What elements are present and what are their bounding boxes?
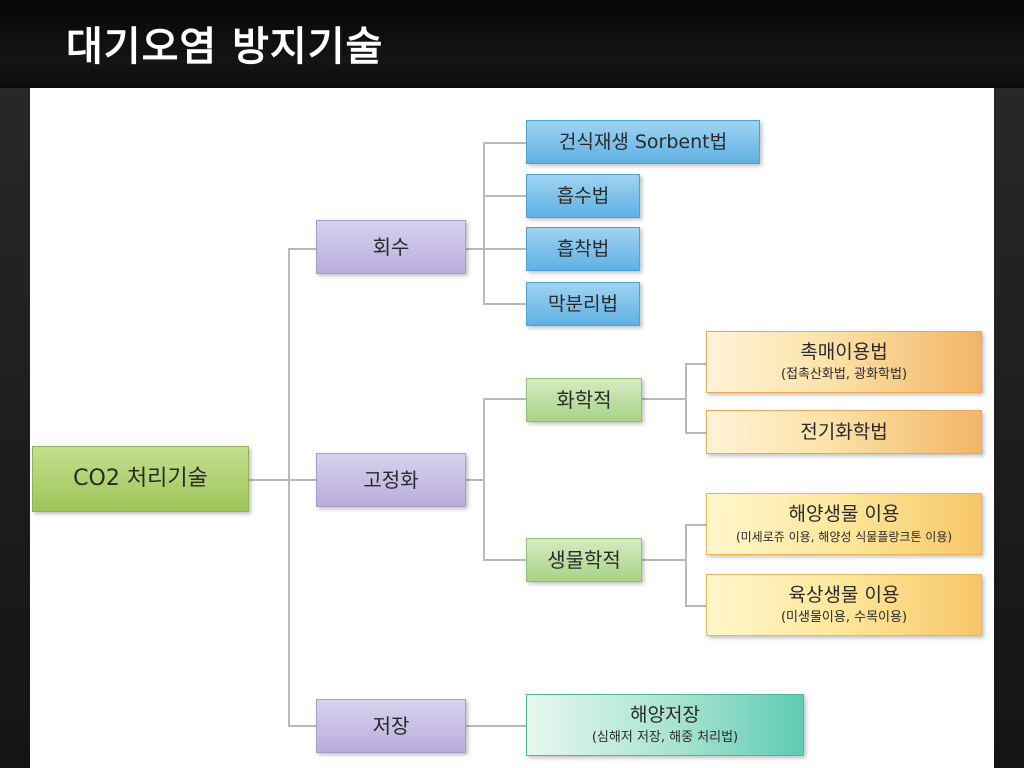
category-label: 화학적: [556, 388, 612, 412]
title-bar: 대기오염 방지기술: [0, 0, 1024, 88]
connector: [288, 725, 316, 727]
connector: [483, 142, 485, 304]
branch-node-storage: 저장: [316, 699, 466, 753]
category-label: 생물학적: [547, 548, 621, 572]
connector: [249, 479, 289, 481]
method-node: 해양생물 이용 (미세로쥬 이용, 해양성 식물플랑크톤 이용): [706, 493, 982, 555]
connector: [685, 605, 706, 607]
connector: [483, 195, 526, 197]
connector: [685, 363, 706, 365]
method-sublabel: (미생물이용, 수목이용): [780, 610, 908, 625]
method-label: 해양생물 이용: [788, 503, 900, 525]
connector: [483, 398, 526, 400]
connector: [685, 432, 706, 434]
slide-title: 대기오염 방지기술: [66, 24, 384, 70]
method-label: 흡수법: [556, 185, 610, 207]
connector: [483, 398, 485, 560]
category-node-biological: 생물학적: [526, 538, 642, 582]
method-label: 해양저장: [630, 704, 700, 726]
branch-node-fixation: 고정화: [316, 453, 466, 507]
diagram-canvas: CO2 처리기술 회수 고정화 저장 건식재생 Sorbent법 흡수법 흡착법…: [30, 88, 994, 768]
method-label: 전기화학법: [800, 421, 888, 443]
method-node: 막분리법: [526, 282, 640, 326]
branch-label: 저장: [372, 714, 410, 738]
method-label: 육상생물 이용: [788, 584, 900, 606]
connector: [642, 559, 686, 561]
method-node: 건식재생 Sorbent법: [526, 120, 760, 164]
connector: [288, 248, 316, 250]
connector: [685, 524, 706, 526]
connector: [483, 142, 526, 144]
method-sublabel: (미세로쥬 이용, 해양성 식물플랑크톤 이용): [735, 530, 953, 544]
connector: [466, 479, 484, 481]
connector: [483, 248, 526, 250]
root-label: CO2 처리기술: [73, 466, 208, 491]
method-sublabel: (접촉산화법, 광화학법): [780, 367, 908, 382]
connector: [288, 479, 316, 481]
method-node: 흡착법: [526, 227, 640, 271]
method-label: 건식재생 Sorbent법: [558, 131, 728, 153]
root-node: CO2 처리기술: [32, 446, 249, 512]
branch-label: 회수: [372, 235, 410, 259]
connector: [685, 524, 687, 606]
method-node: 육상생물 이용 (미생물이용, 수목이용): [706, 574, 982, 636]
method-node: 촉매이용법 (접촉산화법, 광화학법): [706, 331, 982, 393]
branch-node-recovery: 회수: [316, 220, 466, 274]
method-sublabel: (심해저 저장, 해중 처리법): [591, 730, 739, 745]
method-node: 전기화학법: [706, 410, 982, 454]
connector: [288, 248, 290, 726]
category-node-chemical: 화학적: [526, 378, 642, 422]
connector: [642, 398, 686, 400]
method-node: 흡수법: [526, 174, 640, 218]
connector: [466, 725, 526, 727]
connector: [466, 248, 484, 250]
method-label: 막분리법: [548, 293, 618, 315]
method-label: 흡착법: [556, 238, 610, 260]
connector: [685, 363, 687, 433]
branch-label: 고정화: [363, 468, 419, 492]
method-label: 촉매이용법: [800, 341, 888, 363]
connector: [483, 559, 526, 561]
connector: [483, 303, 526, 305]
method-node: 해양저장 (심해저 저장, 해중 처리법): [526, 694, 804, 756]
